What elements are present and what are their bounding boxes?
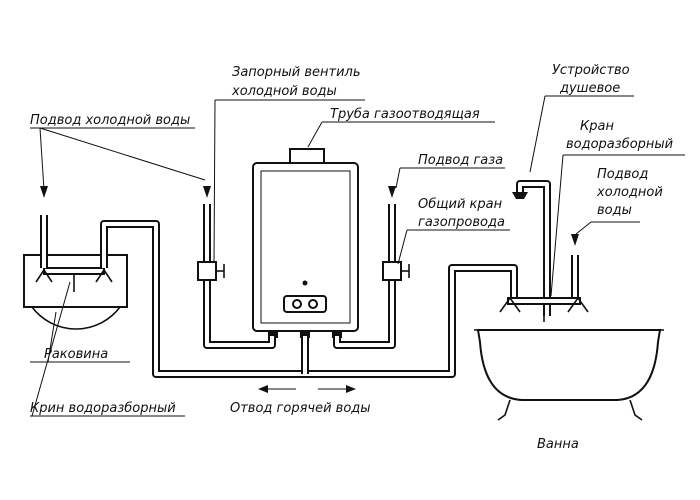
sink-handle-left (35, 268, 53, 283)
bath-leg-left (497, 399, 511, 421)
bathtub (476, 329, 662, 401)
label-hot-outlet: Отвод горячей воды (230, 401, 371, 416)
pipework (40, 180, 579, 378)
arrowheads (40, 186, 579, 393)
shower-riser (516, 180, 551, 316)
bath (474, 296, 664, 421)
label-tap-line2: водоразборный (566, 137, 673, 152)
label-gas-cock-line2: газопровода (418, 215, 505, 230)
gas-cock-valve (382, 261, 410, 281)
shower-head-icon (512, 192, 528, 199)
labels: Подвод холодной воды Запорный вентиль хо… (30, 63, 673, 452)
label-shower-line2: душевое (559, 81, 620, 96)
label-bath: Ванна (537, 437, 579, 452)
cold-water-shutoff-valve (197, 261, 225, 281)
arrow-cold-sink-icon (40, 186, 48, 198)
bath-mixer-bar (507, 297, 581, 305)
label-flue-pipe: Труба газоотводящая (330, 107, 480, 122)
label-cold-valve-line1: Запорный вентиль (232, 65, 361, 80)
bath-handle-right (567, 296, 589, 313)
label-cold-right-line3: воды (597, 203, 632, 218)
label-gas-supply: Подвод газа (418, 153, 503, 168)
label-sink-tap: Крин водоразборный (30, 401, 176, 416)
control-knob-right (308, 299, 318, 309)
control-panel (283, 295, 327, 313)
label-tap-line1: Кран (580, 119, 614, 134)
arrow-cold-heater-icon (203, 186, 211, 198)
label-gas-cock-line1: Общий кран (418, 197, 503, 212)
arrow-hot-left-icon (258, 385, 268, 393)
label-cold-right-line1: Подвод (597, 167, 648, 182)
sink (23, 254, 128, 330)
arrow-gas-icon (388, 186, 396, 198)
label-cold-right-line2: холодной (596, 185, 663, 200)
arrow-hot-right-icon (346, 385, 356, 393)
sink-mixer-bar (43, 267, 105, 275)
arrow-cold-bath-icon (571, 234, 579, 246)
water-heater (252, 148, 359, 338)
bath-handle-left (499, 296, 521, 313)
bath-leg-right (629, 399, 643, 421)
label-cold-valve-line2: холодной воды (231, 84, 337, 99)
label-shower-line1: Устройство (552, 63, 630, 78)
sink-handle-right (95, 268, 113, 283)
control-knob-left (292, 299, 302, 309)
leader-lines (30, 95, 685, 417)
indicator (302, 280, 308, 286)
label-cold-water-supply-left: Подвод холодной воды (30, 113, 190, 128)
label-sink: Раковина (44, 347, 108, 362)
